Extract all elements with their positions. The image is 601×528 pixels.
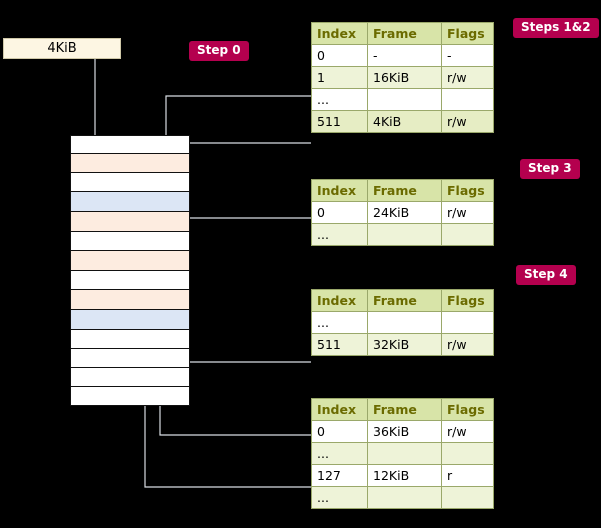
page-table-l4: Index Frame Flags 0 - - 1 16KiB r/w ...: [311, 22, 494, 133]
cell-flags: [441, 442, 494, 465]
memory-row: [70, 310, 190, 330]
cell-flags: r/w: [441, 66, 494, 89]
cell-flags: -: [441, 44, 494, 67]
memory-column: [70, 135, 190, 406]
cell-index: ...: [311, 311, 368, 334]
table-row: 511 32KiB r/w: [311, 333, 494, 356]
page-table-l2: Index Frame Flags ... 511 32KiB r/w: [311, 289, 494, 356]
column-header-frame: Frame: [367, 179, 442, 202]
cell-frame: 32KiB: [367, 333, 442, 356]
cell-index: 0: [311, 201, 368, 224]
table-row: ...: [311, 88, 494, 111]
cell-index: ...: [311, 223, 368, 246]
cell-flags: r/w: [441, 201, 494, 224]
cell-frame: [367, 88, 442, 111]
cell-index: ...: [311, 486, 368, 509]
memory-row: [70, 154, 190, 173]
step-badge-step-3: Step 3: [520, 159, 580, 180]
cell-frame: 16KiB: [367, 66, 442, 89]
step-badge-steps-1-2: Steps 1&2: [513, 18, 599, 39]
table-row: 127 12KiB r: [311, 464, 494, 487]
step-badge-step-0-label: Step 0: [197, 43, 241, 57]
cell-frame: 12KiB: [367, 464, 442, 487]
page-4kib-label: 4KiB: [47, 41, 77, 56]
cell-frame: -: [367, 44, 442, 67]
memory-row: [70, 173, 190, 192]
cell-flags: [441, 223, 494, 246]
table-row: 511 4KiB r/w: [311, 110, 494, 133]
cell-flags: r/w: [441, 420, 494, 443]
table-header-row: Index Frame Flags: [311, 22, 494, 45]
table-header-row: Index Frame Flags: [311, 179, 494, 202]
memory-row: [70, 349, 190, 368]
step-badge-step-4: Step 4: [516, 265, 576, 286]
column-header-index: Index: [311, 398, 368, 421]
memory-row: [70, 290, 190, 310]
page-table-l1: Index Frame Flags 0 36KiB r/w ... 127 12…: [311, 398, 494, 509]
cell-index: 511: [311, 333, 368, 356]
column-header-frame: Frame: [367, 22, 442, 45]
table-header-row: Index Frame Flags: [311, 289, 494, 312]
table-row: 0 - -: [311, 44, 494, 67]
column-header-flags: Flags: [441, 179, 494, 202]
cell-flags: [441, 311, 494, 334]
cell-frame: 36KiB: [367, 420, 442, 443]
column-header-frame: Frame: [367, 398, 442, 421]
table-row: 0 24KiB r/w: [311, 201, 494, 224]
cell-flags: [441, 486, 494, 509]
memory-row: [70, 387, 190, 406]
table-row: ...: [311, 442, 494, 465]
cell-flags: r/w: [441, 333, 494, 356]
cell-frame: 24KiB: [367, 201, 442, 224]
column-header-flags: Flags: [441, 289, 494, 312]
memory-row: [70, 135, 190, 154]
cell-index: 127: [311, 464, 368, 487]
cell-frame: [367, 442, 442, 465]
column-header-flags: Flags: [441, 22, 494, 45]
cell-index: ...: [311, 88, 368, 111]
table-row: ...: [311, 311, 494, 334]
memory-row: [70, 192, 190, 212]
page-table-l3: Index Frame Flags 0 24KiB r/w ...: [311, 179, 494, 246]
cell-flags: [441, 88, 494, 111]
table-header-row: Index Frame Flags: [311, 398, 494, 421]
cell-frame: [367, 223, 442, 246]
step-badge-step-0: Step 0: [189, 41, 249, 62]
step-badge-step-4-label: Step 4: [524, 267, 568, 281]
table-row: ...: [311, 223, 494, 246]
cell-index: 0: [311, 420, 368, 443]
column-header-index: Index: [311, 289, 368, 312]
cell-flags: r: [441, 464, 494, 487]
cell-index: 1: [311, 66, 368, 89]
step-badge-steps-1-2-label: Steps 1&2: [521, 20, 591, 34]
cell-index: 511: [311, 110, 368, 133]
column-header-frame: Frame: [367, 289, 442, 312]
column-header-index: Index: [311, 22, 368, 45]
cell-index: 0: [311, 44, 368, 67]
table-row: ...: [311, 486, 494, 509]
page-4kib-box: 4KiB: [3, 38, 121, 59]
cell-index: ...: [311, 442, 368, 465]
cell-frame: [367, 486, 442, 509]
memory-row: [70, 330, 190, 349]
memory-row: [70, 271, 190, 290]
table-row: 1 16KiB r/w: [311, 66, 494, 89]
table-row: 0 36KiB r/w: [311, 420, 494, 443]
step-badge-step-3-label: Step 3: [528, 161, 572, 175]
memory-row: [70, 212, 190, 232]
cell-frame: 4KiB: [367, 110, 442, 133]
column-header-flags: Flags: [441, 398, 494, 421]
cell-flags: r/w: [441, 110, 494, 133]
cell-frame: [367, 311, 442, 334]
column-header-index: Index: [311, 179, 368, 202]
memory-row: [70, 251, 190, 271]
memory-row: [70, 368, 190, 387]
memory-row: [70, 232, 190, 251]
